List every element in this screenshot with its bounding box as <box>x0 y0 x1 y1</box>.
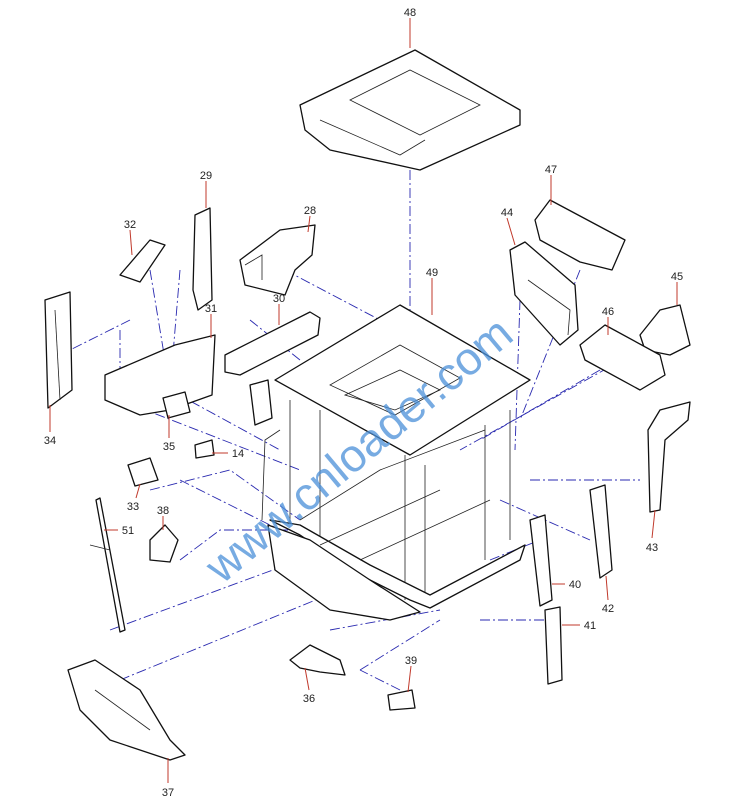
callout-46: 46 <box>602 306 614 318</box>
callout-36: 36 <box>303 693 315 705</box>
callout-49: 49 <box>426 267 438 279</box>
part-31-side-panel <box>104 334 216 416</box>
callout-31: 31 <box>205 303 217 315</box>
callout-48: 48 <box>404 7 416 19</box>
part-36-duct <box>289 644 346 676</box>
callout-37: 37 <box>162 787 174 799</box>
part-32-handle-trim <box>119 239 166 283</box>
callout-34: 34 <box>44 435 56 447</box>
part-48-roof-liner <box>299 49 521 171</box>
part-28-corner-trim <box>239 224 316 296</box>
callout-32: 32 <box>124 219 136 231</box>
callout-51: 51 <box>122 525 134 537</box>
callout-29: 29 <box>200 170 212 182</box>
part-41-pillar-trim <box>544 606 563 685</box>
callout-38: 38 <box>157 505 169 517</box>
part-38-switch-housing <box>149 524 179 563</box>
part-33-bracket <box>127 457 159 487</box>
callout-40: 40 <box>569 579 581 591</box>
callout-44: 44 <box>501 207 513 219</box>
part-40-pillar-trim <box>529 514 553 607</box>
part-47-upper-trim <box>534 199 626 271</box>
part-14-clip <box>194 439 215 459</box>
part-30-air-duct <box>224 311 321 376</box>
callout-30: 30 <box>273 293 285 305</box>
part-43-pillar-trim <box>647 401 691 513</box>
callout-14: 14 <box>232 448 244 460</box>
callout-28: 28 <box>304 205 316 217</box>
part-46-vent-assembly <box>579 324 666 391</box>
part-44-rear-panel <box>509 241 579 346</box>
callout-33: 33 <box>127 501 139 513</box>
part-42-pillar-trim <box>589 484 613 579</box>
part-29-pillar-trim <box>192 207 213 311</box>
callout-41: 41 <box>584 620 596 632</box>
callouts: 48 29 28 32 44 47 45 49 30 31 46 34 35 1… <box>44 7 683 799</box>
part-37-console <box>67 659 186 761</box>
callout-47: 47 <box>545 164 557 176</box>
callout-35: 35 <box>163 441 175 453</box>
part-39-bracket <box>387 689 416 711</box>
callout-45: 45 <box>671 271 683 283</box>
part-35-cover <box>162 391 191 419</box>
callout-39: 39 <box>405 655 417 667</box>
callout-42: 42 <box>602 603 614 615</box>
part-34-pillar-trim <box>44 291 73 409</box>
part-51-wiper <box>89 497 126 633</box>
callout-43: 43 <box>646 542 658 554</box>
part-49-cab-frame <box>249 304 531 621</box>
